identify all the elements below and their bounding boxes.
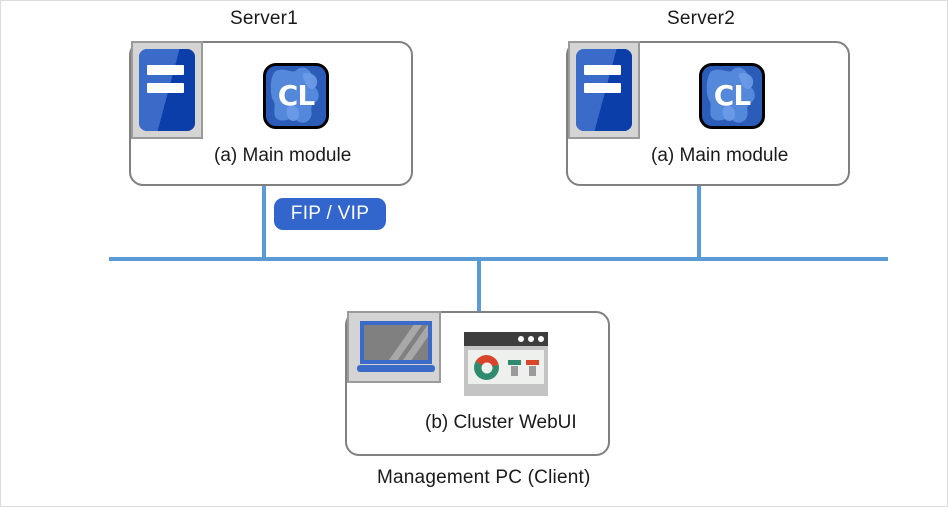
server1-title: Server1 [230, 8, 298, 29]
server2-network-drop-line [697, 186, 701, 261]
mini-bar-chart-green-icon [508, 360, 521, 376]
mini-bar-cap [526, 360, 539, 365]
server1-module-label: (a) Main module [214, 145, 352, 166]
server2-cluster-cl-icon: CL [699, 63, 765, 129]
server2-module-label: (a) Main module [651, 145, 789, 166]
laptop-base [357, 365, 435, 372]
management-pc-laptop-icon [347, 311, 441, 383]
server-rack-slot-2 [583, 82, 621, 94]
server-rack-slot-1 [146, 64, 184, 76]
management-pc-network-drop-line [477, 257, 481, 313]
server-rack-body [139, 49, 195, 131]
server-rack-slot-1 [583, 64, 621, 76]
server2-title: Server2 [667, 8, 735, 29]
cluster-cl-icon-text: CL [713, 79, 751, 112]
server1-server-rack-icon [131, 41, 203, 139]
management-pc-title: Management PC (Client) [377, 467, 591, 488]
server-rack-body [576, 49, 632, 131]
browser-dot-1 [518, 336, 524, 342]
cluster-splash-shape [706, 67, 755, 123]
server1-cluster-cl-icon: CL [263, 63, 329, 129]
mini-bar-chart-red-icon [526, 360, 539, 376]
mini-bar-cap [508, 360, 521, 365]
browser-content-area [468, 350, 544, 384]
mini-bar-stem [529, 366, 536, 376]
browser-dot-3 [538, 336, 544, 342]
network-bus-line [109, 257, 888, 261]
mini-bar-stem [511, 366, 518, 376]
cluster-splash-shape [270, 67, 319, 123]
laptop-screen [360, 321, 432, 364]
server2-server-rack-icon [568, 41, 640, 139]
fip-vip-badge: FIP / VIP [274, 198, 386, 230]
server1-network-drop-line [262, 186, 266, 261]
browser-dot-2 [528, 336, 534, 342]
management-pc-browser-webui-icon [464, 332, 548, 396]
server-rack-slot-2 [146, 82, 184, 94]
browser-titlebar [464, 332, 548, 346]
management-pc-module-label: (b) Cluster WebUI [425, 412, 577, 433]
donut-chart-icon [474, 355, 499, 380]
cluster-cl-icon-text: CL [277, 79, 315, 112]
